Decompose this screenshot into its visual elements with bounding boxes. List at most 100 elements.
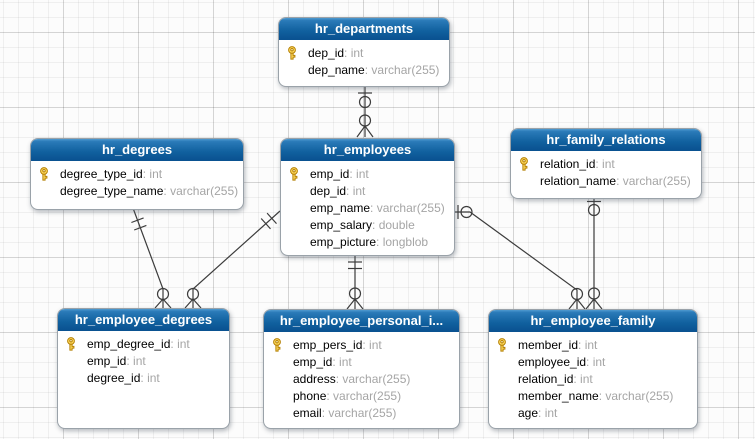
- table-row: emp_namevarchar(255): [285, 199, 448, 216]
- column-type: varchar(255): [336, 372, 410, 386]
- column-name: employee_id: [518, 354, 587, 369]
- table-row: relation_idint: [515, 155, 695, 172]
- column-type: varchar(255): [616, 174, 691, 188]
- table-row: dep_namevarchar(255): [283, 61, 443, 78]
- primary-key-icon: [283, 45, 308, 60]
- column-name: emp_pers_id: [293, 337, 363, 352]
- column-type: varchar(255): [163, 184, 238, 198]
- table-row: emp_picturelongblob: [285, 233, 448, 250]
- primary-key-icon: [62, 336, 87, 351]
- column-name: emp_name: [310, 200, 371, 215]
- table-hr-departments[interactable]: hr_departments dep_idint dep_namevarchar…: [278, 17, 450, 87]
- table-row: dep_idint: [285, 182, 448, 199]
- connector-employees-employee-family[interactable]: [453, 205, 586, 310]
- column-name: relation_id: [540, 156, 596, 171]
- table-row: member_namevarchar(255): [493, 387, 691, 404]
- column-name: address: [293, 371, 336, 386]
- column-name: member_name: [518, 388, 599, 403]
- column-name: email: [293, 405, 322, 420]
- table-row: emp_idint: [268, 353, 453, 370]
- column-name: degree_type_name: [60, 183, 164, 198]
- column-name: emp_picture: [310, 234, 377, 249]
- column-type: int: [362, 338, 382, 352]
- column-name: degree_type_id: [60, 166, 143, 181]
- connector-degrees-employee-degrees[interactable]: [131, 207, 172, 309]
- table-hr-employee-family[interactable]: hr_employee_family member_idint employee…: [488, 309, 698, 429]
- primary-key-icon: [35, 166, 60, 181]
- connector-employees-personal-info[interactable]: [346, 254, 364, 310]
- column-name: dep_name: [308, 62, 365, 77]
- column-type: longblob: [376, 235, 428, 249]
- table-row: emp_idint: [62, 352, 223, 369]
- column-name: emp_id: [310, 166, 350, 181]
- table-row: employee_idint: [493, 353, 691, 370]
- column-name: relation_id: [518, 371, 574, 386]
- table-hr-employee-personal-info[interactable]: hr_employee_personal_i... emp_pers_idint…: [263, 309, 460, 429]
- table-row: degree_type_namevarchar(255): [35, 182, 238, 199]
- table-header[interactable]: hr_departments: [279, 18, 449, 40]
- table-header[interactable]: hr_employee_personal_i...: [264, 310, 459, 332]
- table-header[interactable]: hr_employees: [281, 139, 454, 161]
- column-name: emp_degree_id: [87, 336, 171, 351]
- table-row: addressvarchar(255): [268, 370, 453, 387]
- column-type: double: [372, 218, 415, 232]
- column-type: varchar(255): [326, 389, 401, 403]
- connector-family-relations-employee-family[interactable]: [585, 197, 603, 310]
- column-type: varchar(255): [370, 201, 445, 215]
- table-row: emp_degree_idint: [62, 335, 223, 352]
- column-name: dep_id: [308, 45, 345, 60]
- table-header[interactable]: hr_degrees: [31, 139, 243, 161]
- table-row: emp_idint: [285, 165, 448, 182]
- table-row: dep_idint: [283, 44, 443, 61]
- column-type: int: [573, 372, 593, 386]
- primary-key-icon: [493, 337, 518, 352]
- column-type: int: [538, 406, 558, 420]
- table-row: emailvarchar(255): [268, 404, 453, 421]
- column-type: int: [349, 167, 369, 181]
- column-type: int: [332, 355, 352, 369]
- table-header[interactable]: hr_family_relations: [511, 129, 701, 151]
- connector-departments-employees[interactable]: [356, 85, 374, 138]
- table-row: ageint: [493, 404, 691, 421]
- column-name: degree_id: [87, 370, 141, 385]
- connector-employees-employee-degrees[interactable]: [184, 210, 281, 309]
- column-type: varchar(255): [322, 406, 396, 420]
- table-row: member_idint: [493, 336, 691, 353]
- column-type: int: [143, 167, 162, 181]
- column-type: int: [586, 355, 606, 369]
- column-name: emp_id: [293, 354, 333, 369]
- column-name: phone: [293, 388, 327, 403]
- column-type: int: [578, 338, 598, 352]
- column-type: int: [346, 184, 366, 198]
- table-row: emp_salarydouble: [285, 216, 448, 233]
- primary-key-icon: [285, 166, 310, 181]
- primary-key-icon: [268, 337, 293, 352]
- column-type: int: [126, 354, 146, 368]
- column-name: emp_id: [87, 353, 127, 368]
- table-row: emp_pers_idint: [268, 336, 453, 353]
- column-type: int: [344, 46, 364, 60]
- column-type: int: [140, 371, 160, 385]
- primary-key-icon: [515, 156, 540, 171]
- table-hr-employees[interactable]: hr_employees emp_idint dep_idint emp_nam…: [280, 138, 455, 256]
- column-type: varchar(255): [365, 63, 439, 77]
- column-type: varchar(255): [599, 389, 673, 403]
- column-name: age: [518, 405, 539, 420]
- column-type: int: [595, 157, 615, 171]
- table-row: phonevarchar(255): [268, 387, 453, 404]
- table-hr-family-relations[interactable]: hr_family_relations relation_idint relat…: [510, 128, 702, 199]
- table-hr-degrees[interactable]: hr_degrees degree_type_idint degree_type…: [30, 138, 244, 210]
- table-hr-employee-degrees[interactable]: hr_employee_degrees emp_degree_idint emp…: [57, 308, 230, 429]
- table-row: relation_idint: [493, 370, 691, 387]
- table-header[interactable]: hr_employee_degrees: [58, 309, 229, 331]
- column-name: member_id: [518, 337, 579, 352]
- column-name: relation_name: [540, 173, 617, 188]
- column-name: dep_id: [310, 183, 347, 198]
- table-header[interactable]: hr_employee_family: [489, 310, 697, 332]
- column-type: int: [170, 337, 190, 351]
- table-row: degree_idint: [62, 369, 223, 386]
- column-name: emp_salary: [310, 217, 373, 232]
- table-row: relation_namevarchar(255): [515, 172, 695, 189]
